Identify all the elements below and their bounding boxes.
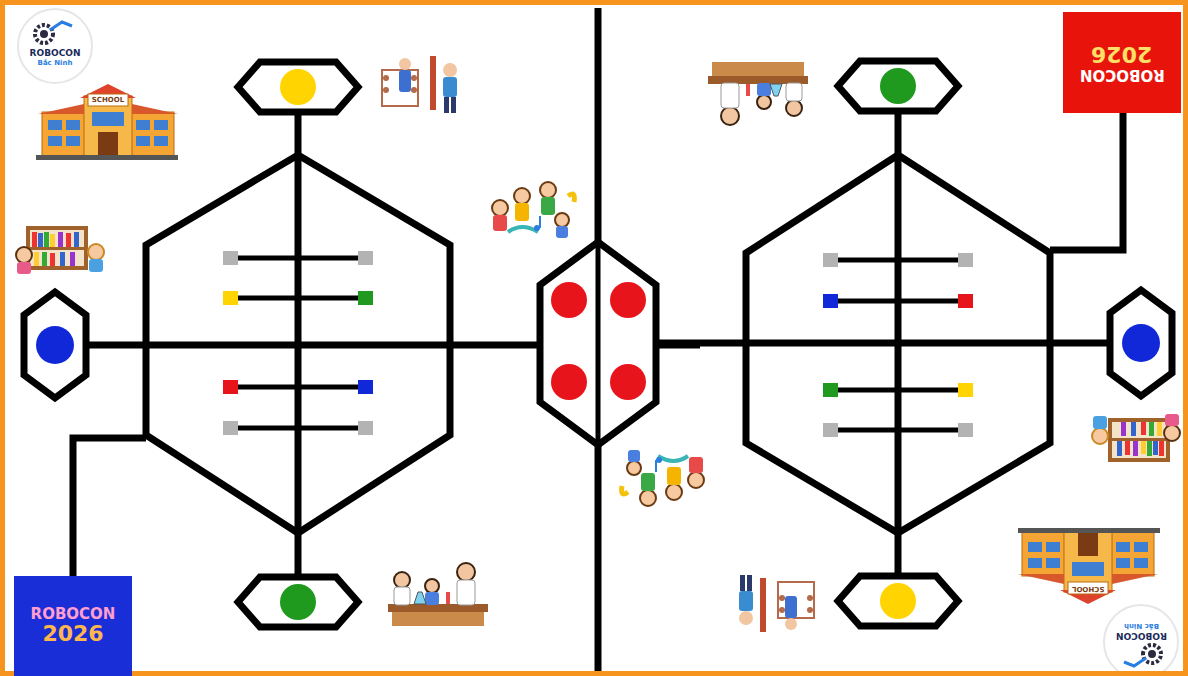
zone-year: 2026 bbox=[42, 622, 103, 646]
logo-text: ROBOCON bbox=[1116, 631, 1167, 640]
zone-title: ROBOCON bbox=[31, 606, 116, 623]
logo-subtext: Bắc Ninh bbox=[38, 60, 73, 67]
zone-title: ROBOCON bbox=[1080, 66, 1165, 83]
logo-text: ROBOCON bbox=[30, 49, 81, 58]
zone-year: 2026 bbox=[1091, 42, 1152, 66]
school-sign: SCHOOL bbox=[92, 97, 124, 104]
logo-subtext: Bắc Ninh bbox=[1124, 622, 1159, 629]
blue-start-zone: ROBOCON2026 bbox=[14, 576, 132, 676]
red-start-zone: ROBOCON2026 bbox=[1063, 12, 1181, 113]
school-sign: SCHOOL bbox=[1072, 585, 1104, 592]
